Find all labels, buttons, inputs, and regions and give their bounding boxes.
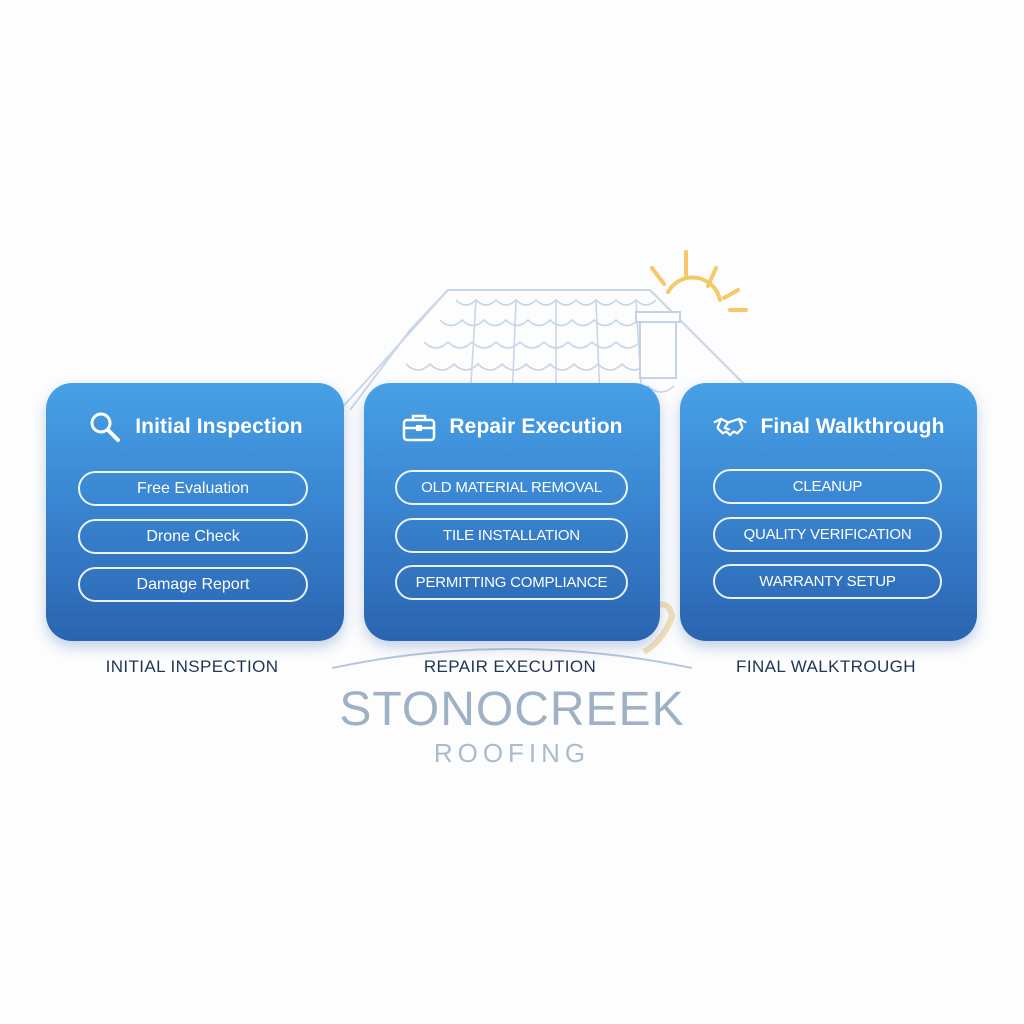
- step-caption-initial-inspection: INITIAL INSPECTION: [105, 657, 279, 676]
- card-title: Final Walkthrough: [760, 415, 945, 438]
- handshake-icon: [712, 409, 748, 445]
- step-card-final-walkthrough: Final Walkthrough CLEANUP QUALITY VERIFI…: [680, 383, 977, 641]
- brand-name: STONOCREEK: [339, 683, 685, 736]
- item-tile-installation[interactable]: TILE INSTALLATION: [395, 518, 628, 553]
- card-header: Final Walkthrough: [680, 407, 977, 447]
- item-permitting-compliance[interactable]: PERMITTING COMPLIANCE: [395, 565, 628, 600]
- item-quality-verification[interactable]: QUALITY VERIFICATION: [713, 517, 942, 552]
- step-caption-final-walktrough: FINAL WALKTROUGH: [736, 657, 916, 676]
- step-card-initial-inspection: Initial Inspection Free Evaluation Drone…: [46, 383, 344, 641]
- item-damage-report[interactable]: Damage Report: [78, 567, 308, 602]
- item-old-material-removal[interactable]: OLD MATERIAL REMOVAL: [395, 470, 628, 505]
- magnifier-icon: [87, 409, 123, 445]
- item-warranty-setup[interactable]: WARRANTY SETUP: [713, 564, 942, 599]
- card-header: Repair Execution: [364, 407, 660, 447]
- step-caption-repair-execution: REPAIR EXECUTION: [423, 657, 597, 676]
- toolbox-icon: [401, 409, 437, 445]
- item-drone-check[interactable]: Drone Check: [78, 519, 308, 554]
- card-title: Initial Inspection: [135, 415, 303, 438]
- card-header: Initial Inspection: [46, 407, 344, 447]
- item-free-evaluation[interactable]: Free Evaluation: [78, 471, 308, 506]
- step-card-repair-execution: Repair Execution OLD MATERIAL REMOVAL TI…: [364, 383, 660, 641]
- sun-icon: [650, 250, 748, 312]
- card-title: Repair Execution: [449, 415, 623, 438]
- item-cleanup[interactable]: CLEANUP: [713, 469, 942, 504]
- brand-subtitle: ROOFING: [433, 738, 591, 768]
